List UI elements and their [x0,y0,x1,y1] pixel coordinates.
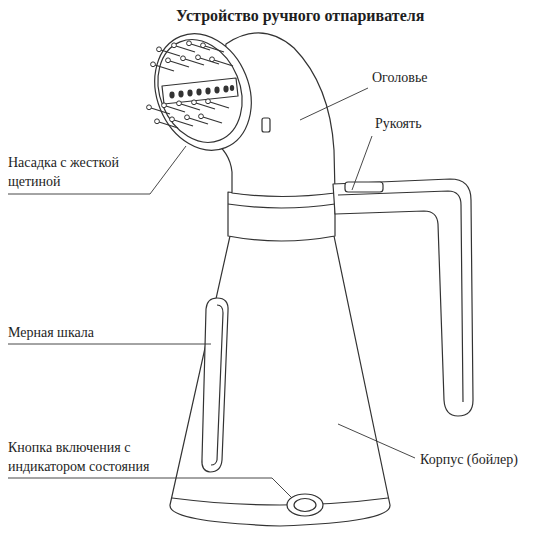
leader-line [338,424,415,458]
leader-line [8,146,186,194]
bristles [147,41,233,128]
handle-edge [338,191,463,402]
part-label: Рукоять [375,114,422,133]
handle-trigger [345,182,383,192]
water-gauge-inner [211,305,223,465]
diagram-title: Устройство ручного отпаривателя [176,6,424,25]
part-label: Насадка с жесткой щетиной [8,153,158,191]
nozzle-rim [138,19,268,165]
boiler-body [170,236,390,526]
part-label: Кнопка включения с индикатором состояния [8,438,168,476]
collar [228,192,335,241]
steam-holes [169,85,234,98]
leader-lines [8,88,415,498]
part-label: Оголовье [372,68,428,87]
part-label: Корпус (бойлер) [420,450,518,469]
leader-line [300,88,368,120]
water-gauge [202,298,228,472]
power-button [287,494,323,516]
nozzle-face [143,27,257,155]
leader-line [8,344,211,345]
handle [333,179,473,416]
collar-line [228,204,335,208]
leader-line [8,478,292,498]
boiler-base [172,498,388,505]
hole-plate [162,78,238,104]
head-clip [262,118,270,132]
leader-line [352,136,372,190]
power-indicator [294,499,316,512]
part-label: Мерная шкала [8,323,94,342]
